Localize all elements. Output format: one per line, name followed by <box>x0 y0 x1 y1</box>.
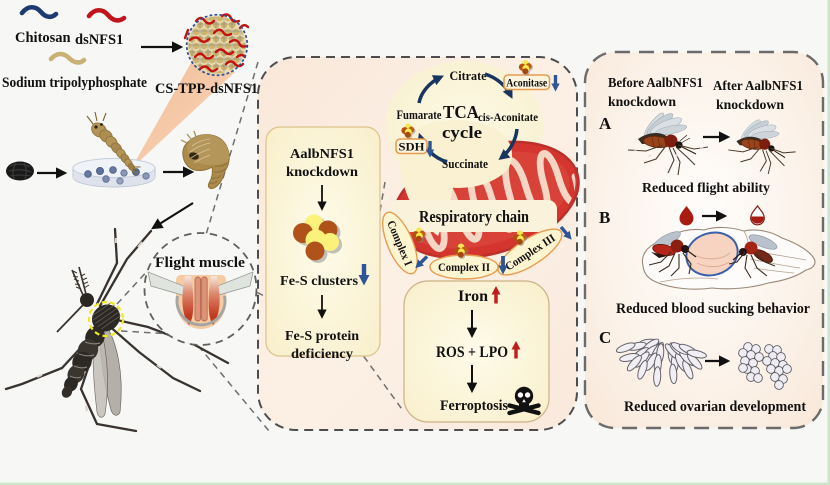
svg-text:Citrate: Citrate <box>450 68 487 83</box>
svg-text:Sodium tripolyphosphate: Sodium tripolyphosphate <box>2 75 148 91</box>
svg-text:Flight muscle: Flight muscle <box>155 255 245 271</box>
svg-text:A: A <box>599 114 612 133</box>
svg-text:deficiency: deficiency <box>291 347 353 362</box>
svg-text:ROS + LPO: ROS + LPO <box>436 344 508 361</box>
svg-text:Respiratory chain: Respiratory chain <box>419 207 529 226</box>
svg-text:knockdown: knockdown <box>608 94 676 109</box>
svg-text:CS-TPP-dsNFS1: CS-TPP-dsNFS1 <box>155 81 258 97</box>
svg-text:cis-Aconitate: cis-Aconitate <box>478 110 539 124</box>
svg-text:Succinate: Succinate <box>442 156 488 171</box>
svg-text:B: B <box>599 208 610 227</box>
svg-text:After AalbNFS1: After AalbNFS1 <box>713 78 803 93</box>
svg-text:SDH: SDH <box>399 140 426 154</box>
svg-text:dsNFS1: dsNFS1 <box>75 32 123 48</box>
svg-text:knockdown: knockdown <box>286 165 358 180</box>
svg-text:Fumarate: Fumarate <box>397 107 442 122</box>
svg-text:Chitosan: Chitosan <box>15 30 71 46</box>
svg-text:Reduced flight ability: Reduced flight ability <box>642 181 770 196</box>
svg-text:C: C <box>599 328 611 347</box>
svg-text:Reduced ovarian development: Reduced ovarian development <box>624 399 806 415</box>
svg-text:Ferroptosis: Ferroptosis <box>440 398 508 414</box>
svg-text:Before AalbNFS1: Before AalbNFS1 <box>608 75 703 90</box>
svg-text:knockdown: knockdown <box>716 97 784 112</box>
svg-text:cycle: cycle <box>442 123 483 142</box>
svg-text:AalbNFS1: AalbNFS1 <box>290 147 354 162</box>
svg-text:TCA: TCA <box>443 102 479 122</box>
svg-text:Iron: Iron <box>458 288 488 305</box>
svg-text:Fe-S clusters: Fe-S clusters <box>280 274 359 289</box>
svg-text:Fe-S protein: Fe-S protein <box>285 329 359 344</box>
svg-text:Reduced blood sucking behavior: Reduced blood sucking behavior <box>616 301 811 317</box>
svg-text:Aconitase: Aconitase <box>506 76 548 90</box>
svg-text:Complex II: Complex II <box>438 262 490 274</box>
